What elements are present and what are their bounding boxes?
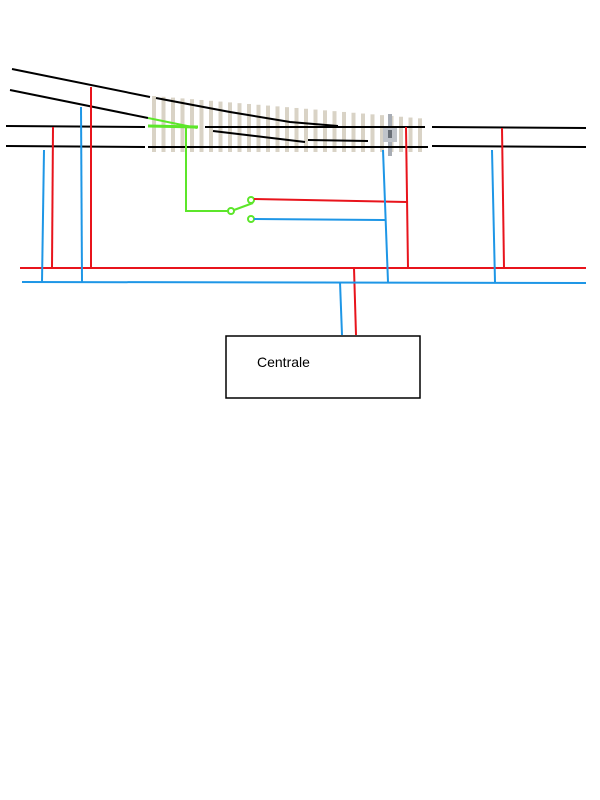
sleeper [313, 109, 318, 152]
sleeper [351, 112, 356, 152]
blue-feed-wires [21, 106, 587, 336]
sleeper [266, 105, 270, 152]
switch-common-contact [227, 207, 235, 215]
sleeper [161, 96, 166, 152]
sleeper [285, 107, 289, 152]
sleeper [323, 110, 327, 152]
sleeper [332, 111, 337, 152]
central-unit-label: Centrale [257, 354, 310, 370]
sleeper [304, 108, 308, 152]
insulator-joint [383, 114, 397, 156]
sleeper [361, 113, 365, 152]
sleeper [418, 118, 422, 152]
sleeper [399, 116, 403, 152]
sleeper [152, 96, 156, 152]
switch-wiring [147, 117, 254, 212]
switch-contacts [227, 196, 255, 223]
red-feed-wires [20, 87, 586, 336]
sleeper [199, 99, 204, 152]
central-unit-box [225, 335, 421, 399]
sleeper [370, 114, 375, 152]
sleeper [275, 106, 280, 152]
track-rails [5, 68, 587, 148]
switch-contact-red [247, 196, 255, 204]
sleeper [408, 117, 413, 152]
sleeper [171, 97, 175, 152]
sleeper [380, 115, 384, 152]
switch-contact-blue [247, 215, 255, 223]
sleeper [256, 104, 261, 152]
sleeper [342, 111, 346, 152]
sleeper [294, 107, 299, 152]
